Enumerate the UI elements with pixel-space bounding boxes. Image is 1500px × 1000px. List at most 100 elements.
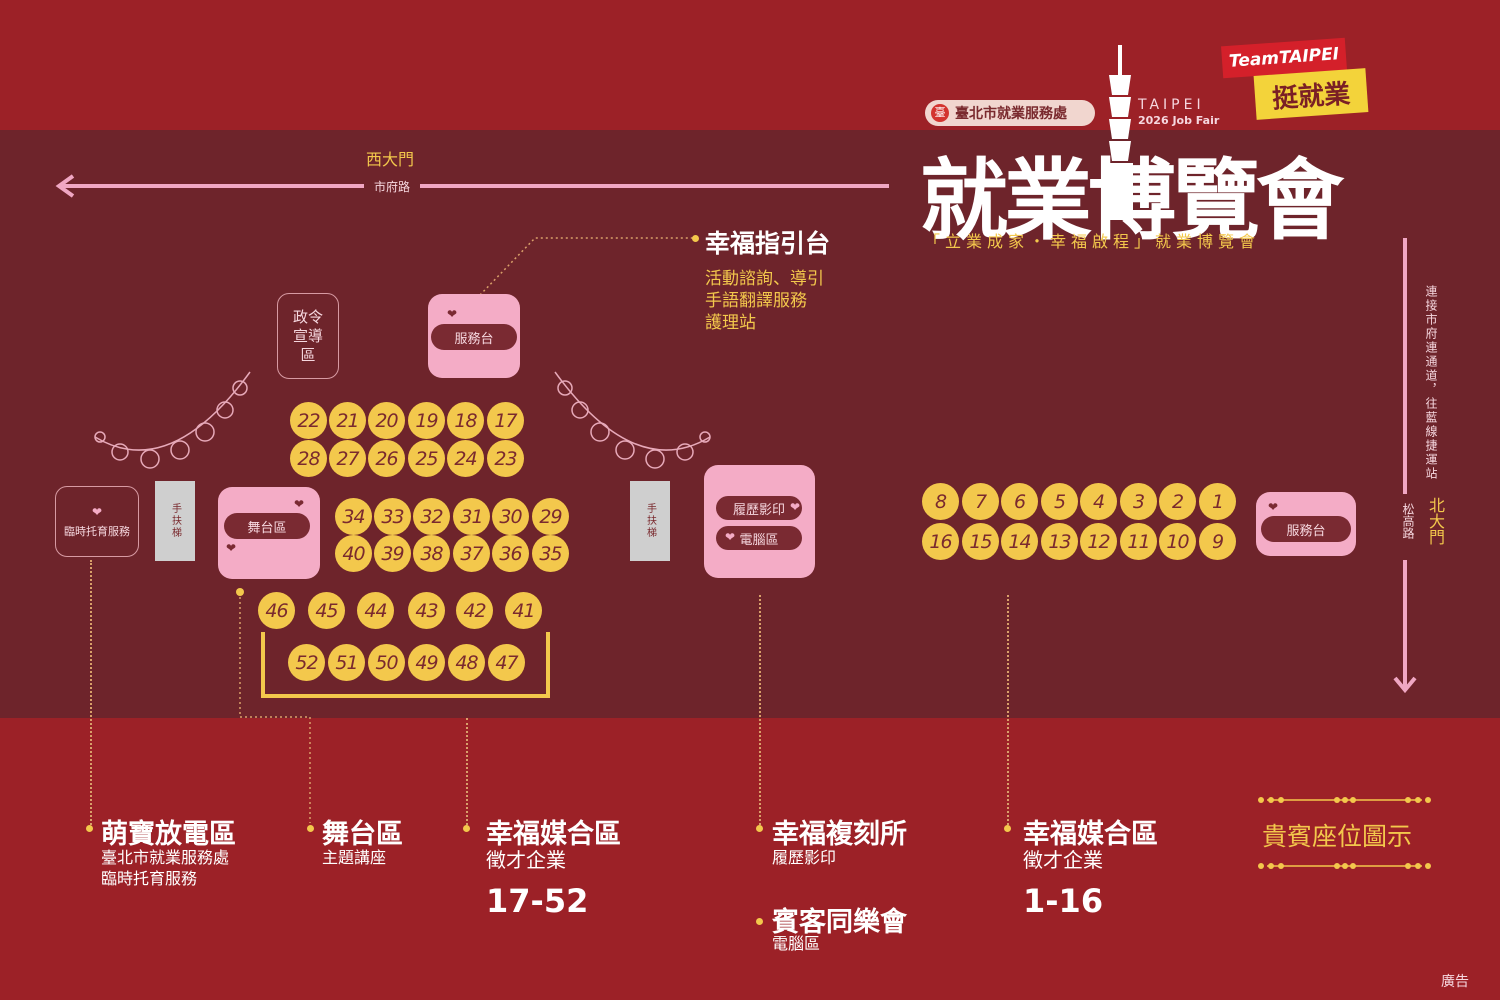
booth[interactable]: 49: [408, 644, 445, 681]
legend-kids-sub: 臨時托育服務: [101, 869, 198, 888]
booth[interactable]: 20: [368, 402, 405, 439]
booth[interactable]: 37: [453, 535, 490, 572]
vip-bracket: [261, 632, 550, 698]
booth[interactable]: 52: [288, 644, 325, 681]
legend-dot: [756, 918, 763, 925]
booth-row: 46 45 44 43 42 41: [258, 592, 548, 632]
booth-row: 22 21 20 19 18 17: [290, 402, 530, 442]
booth[interactable]: 47: [488, 644, 525, 681]
booth[interactable]: 36: [492, 535, 529, 572]
booth[interactable]: 28: [290, 440, 327, 477]
booth[interactable]: 1: [1199, 483, 1236, 520]
leader-line: [1007, 595, 1009, 825]
legend-match-right-sub: 徵才企業: [1023, 848, 1103, 872]
west-gate-label: 西大門: [366, 150, 415, 169]
escalator-left: 手扶梯: [155, 481, 195, 561]
booth[interactable]: 33: [374, 498, 411, 535]
legend-dot: [463, 825, 470, 832]
legend-match-right-range: 1-16: [1023, 882, 1104, 920]
booth[interactable]: 13: [1041, 523, 1078, 560]
booth[interactable]: 27: [329, 440, 366, 477]
booth[interactable]: 21: [329, 402, 366, 439]
booth[interactable]: 8: [922, 483, 959, 520]
legend-match-left-title: 幸福媒合區: [486, 819, 621, 850]
booth[interactable]: 12: [1080, 523, 1117, 560]
booth[interactable]: 2: [1159, 483, 1196, 520]
agency-logo-icon: 臺: [931, 104, 949, 122]
booth[interactable]: 39: [374, 535, 411, 572]
guide-dot: [692, 235, 699, 242]
guide-callout-line: [479, 237, 700, 296]
taipei-101-icon: [1107, 45, 1133, 220]
policy-zone: 政令宣導區: [277, 293, 339, 379]
leader-line: [90, 560, 92, 825]
legend-dot: [86, 825, 93, 832]
booth[interactable]: 22: [290, 402, 327, 439]
booth[interactable]: 32: [413, 498, 450, 535]
legend-dot: [307, 825, 314, 832]
childcare-zone: ❤ 臨時托育服務: [55, 486, 139, 557]
heart-icon: ❤: [1268, 500, 1279, 514]
leader-line: [466, 718, 468, 825]
booth[interactable]: 24: [447, 440, 484, 477]
booth[interactable]: 41: [505, 592, 542, 629]
legend-guest-title: 賓客同樂會: [772, 907, 907, 938]
booth[interactable]: 15: [962, 523, 999, 560]
booth[interactable]: 40: [335, 535, 372, 572]
booth-row: 28 27 26 25 24 23: [290, 440, 530, 480]
booth[interactable]: 30: [492, 498, 529, 535]
support-badge: 挺就業: [1253, 68, 1369, 120]
service-desk-right-label: 服務台: [1261, 516, 1351, 542]
booth[interactable]: 51: [328, 644, 365, 681]
booth[interactable]: 11: [1120, 523, 1157, 560]
booth[interactable]: 34: [335, 498, 372, 535]
map-band: [0, 130, 1500, 718]
booth[interactable]: 35: [532, 535, 569, 572]
north-road-label: 松高路: [1401, 503, 1415, 539]
booth[interactable]: 23: [487, 440, 524, 477]
guide-title: 幸福指引台: [705, 229, 831, 258]
booth[interactable]: 50: [368, 644, 405, 681]
booth[interactable]: 43: [408, 592, 445, 629]
booth[interactable]: 38: [413, 535, 450, 572]
booth[interactable]: 10: [1159, 523, 1196, 560]
booth[interactable]: 42: [456, 592, 493, 629]
booth[interactable]: 25: [408, 440, 445, 477]
booth[interactable]: 3: [1120, 483, 1157, 520]
vip-ornament-top: [1258, 797, 1431, 803]
ad-label: 廣告: [1441, 974, 1469, 990]
legend-copy-sub: 履歷影印: [772, 848, 837, 867]
booth-row: 16 15 14 13 12 11 10 9: [922, 523, 1242, 563]
north-note: 連接市府連通道，往藍線捷運站: [1424, 285, 1438, 481]
booth[interactable]: 6: [1001, 483, 1038, 520]
legend-kids-title: 萌寶放電區: [101, 819, 236, 850]
floral-decoration-icon: [554, 371, 711, 469]
leader-line: [236, 588, 311, 823]
booth[interactable]: 48: [448, 644, 485, 681]
stage-label: 舞台區: [224, 513, 310, 539]
agency-name: 臺北市就業服務處: [955, 106, 1067, 122]
north-arrow: [1393, 238, 1417, 694]
west-arrow: [55, 174, 889, 198]
booth[interactable]: 18: [447, 402, 484, 439]
booth[interactable]: 16: [922, 523, 959, 560]
legend-copy-title: 幸福複刻所: [772, 819, 907, 850]
booth[interactable]: 7: [962, 483, 999, 520]
legend-dot: [756, 825, 763, 832]
booth[interactable]: 5: [1041, 483, 1078, 520]
booth[interactable]: 46: [258, 592, 295, 629]
booth[interactable]: 17: [487, 402, 524, 439]
booth[interactable]: 44: [357, 592, 394, 629]
booth[interactable]: 26: [368, 440, 405, 477]
booth[interactable]: 14: [1001, 523, 1038, 560]
booth[interactable]: 29: [532, 498, 569, 535]
heart-icon: ❤: [447, 307, 458, 321]
booth[interactable]: 9: [1199, 523, 1236, 560]
booth[interactable]: 31: [453, 498, 490, 535]
team-taipei-text: TeamTAIPEI: [1228, 44, 1340, 72]
booth[interactable]: 19: [408, 402, 445, 439]
booth[interactable]: 4: [1080, 483, 1117, 520]
agency-badge: 臺 臺北市就業服務處: [925, 100, 1095, 126]
booth[interactable]: 45: [308, 592, 345, 629]
